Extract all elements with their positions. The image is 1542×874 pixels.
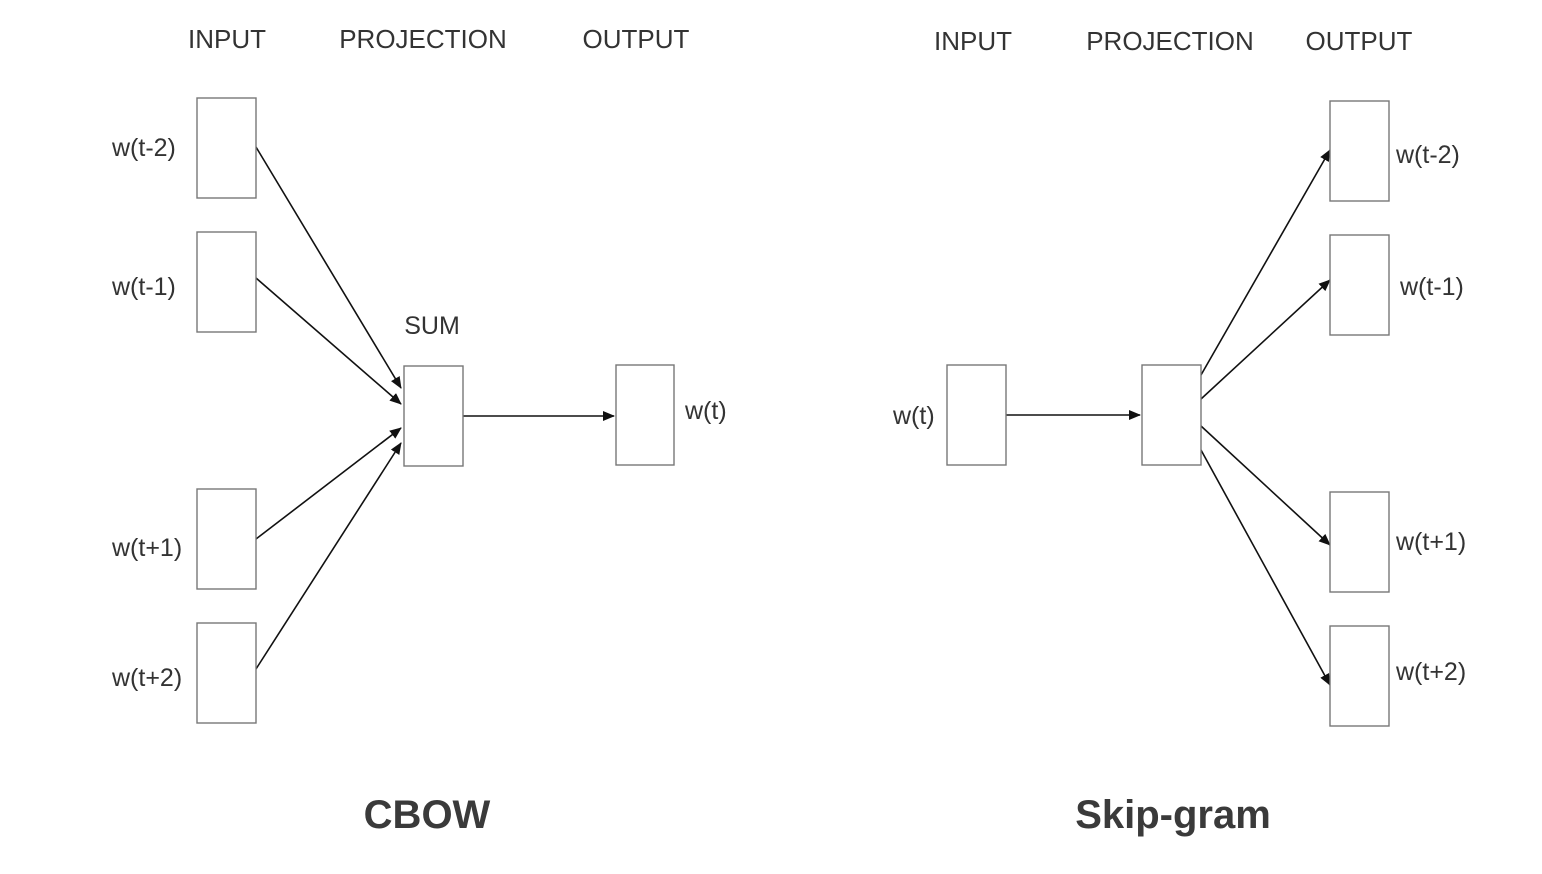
cbow-input-label-3: w(t+1) bbox=[111, 534, 182, 562]
cbow-edge-input-3 bbox=[255, 427, 402, 540]
cbow-output-label: w(t) bbox=[684, 397, 727, 425]
skipgram-output-label-4: w(t+2) bbox=[1395, 658, 1466, 686]
skipgram-output-label-1: w(t-2) bbox=[1395, 141, 1460, 169]
cbow-input-node-2 bbox=[196, 231, 257, 333]
cbow-projection-node bbox=[403, 365, 464, 467]
skipgram-output-label-2: w(t-1) bbox=[1399, 273, 1464, 301]
skipgram-output-node-1 bbox=[1329, 100, 1390, 202]
cbow-input-node-3 bbox=[196, 488, 257, 590]
skipgram-output-header: OUTPUT bbox=[1306, 26, 1413, 56]
skipgram-output-node-3 bbox=[1329, 491, 1390, 593]
skipgram-edge-output-4 bbox=[1200, 449, 1331, 686]
skipgram-edge-output-2 bbox=[1200, 279, 1331, 400]
skipgram-projection-node bbox=[1141, 364, 1202, 466]
skipgram-edge-output-3 bbox=[1200, 425, 1331, 546]
skipgram-output-node-4 bbox=[1329, 625, 1390, 727]
skipgram-output-node-2 bbox=[1329, 234, 1390, 336]
skipgram-edge-output-1 bbox=[1200, 149, 1331, 376]
cbow-edge-input-2 bbox=[255, 277, 402, 405]
cbow-input-label-4: w(t+2) bbox=[111, 664, 182, 692]
skipgram-input-node bbox=[946, 364, 1007, 466]
cbow-input-label-1: w(t-2) bbox=[111, 134, 176, 162]
skipgram-input-label: w(t) bbox=[892, 402, 935, 430]
cbow-edge-input-1 bbox=[255, 146, 402, 389]
cbow-title: CBOW bbox=[364, 793, 491, 837]
cbow-model: INPUT PROJECTION OUTPUT w(t-2) w(t-1) w(… bbox=[111, 24, 727, 837]
skipgram-model: INPUT PROJECTION OUTPUT w(t) w(t-2) w(t-… bbox=[892, 26, 1466, 837]
skipgram-projection-header: PROJECTION bbox=[1086, 26, 1254, 56]
skipgram-input-header: INPUT bbox=[934, 26, 1012, 56]
cbow-edge-input-4 bbox=[255, 442, 402, 670]
cbow-sum-label: SUM bbox=[404, 312, 460, 340]
cbow-output-node bbox=[615, 364, 675, 466]
cbow-output-header: OUTPUT bbox=[583, 24, 690, 54]
cbow-projection-header: PROJECTION bbox=[339, 24, 507, 54]
cbow-input-node-1 bbox=[196, 97, 257, 199]
skipgram-title: Skip-gram bbox=[1075, 793, 1271, 837]
skipgram-output-label-3: w(t+1) bbox=[1395, 528, 1466, 556]
cbow-input-header: INPUT bbox=[188, 24, 266, 54]
cbow-input-label-2: w(t-1) bbox=[111, 273, 176, 301]
cbow-input-node-4 bbox=[196, 622, 257, 724]
